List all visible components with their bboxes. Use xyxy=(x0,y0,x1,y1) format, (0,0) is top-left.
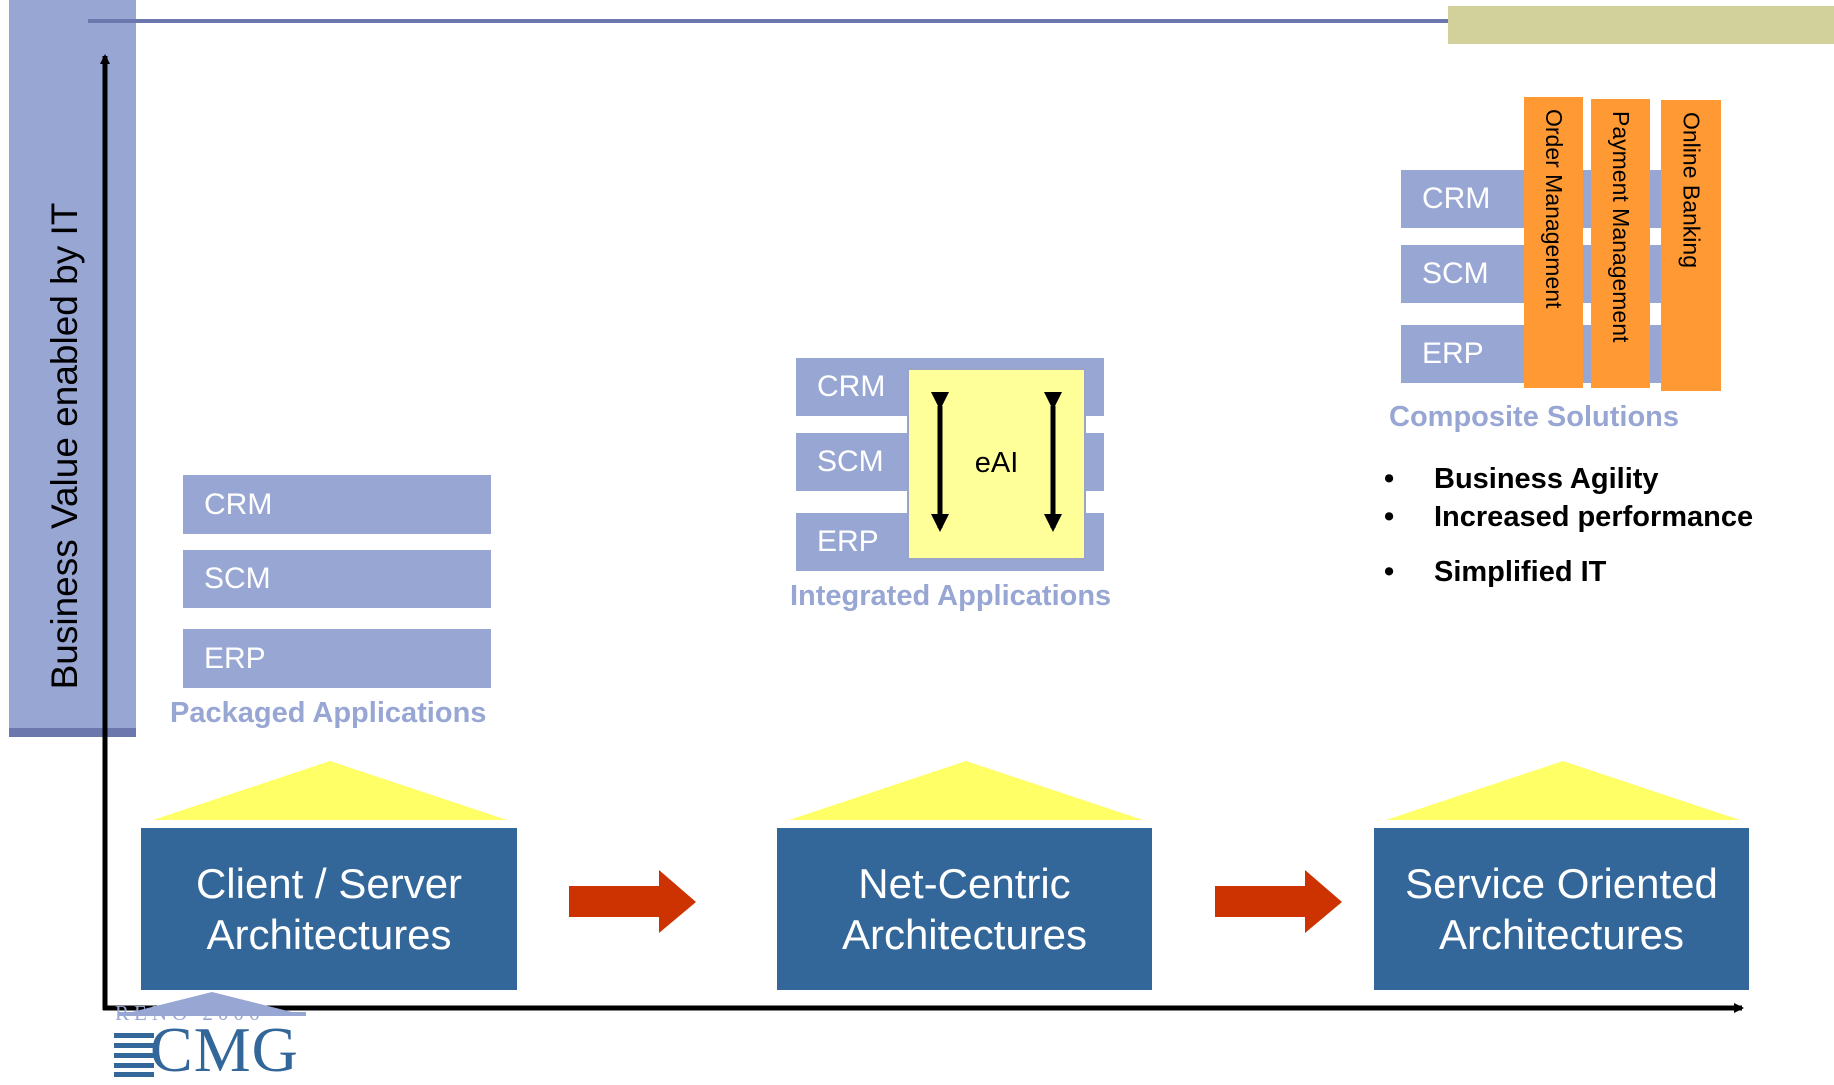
benefit-2: • Increased performance xyxy=(1384,501,1753,534)
eai-label: eAI xyxy=(974,447,1019,479)
composite-service-online-banking: Online Banking xyxy=(1661,100,1721,391)
bullet-glyph: • xyxy=(1384,556,1395,588)
stage1-architecture-box: Client / Server Architectures xyxy=(141,828,517,990)
progress-arrow-1 xyxy=(569,870,696,933)
y-axis-label: Business Value enabled by IT xyxy=(44,202,85,690)
header-rule xyxy=(88,19,1834,23)
benefit-1-text: Business Agility xyxy=(1434,463,1659,495)
benefit-1: • Business Agility xyxy=(1384,463,1659,496)
stage3-architecture-line1: Service Oriented xyxy=(1405,860,1718,907)
progress-arrow-2 xyxy=(1215,870,1342,933)
stage2-architecture-line2: Architectures xyxy=(841,911,1088,958)
logo-stripes-icon xyxy=(114,1033,154,1077)
bullet-glyph: • xyxy=(1384,501,1395,533)
benefit-3: • Simplified IT xyxy=(1384,556,1606,589)
bullet-glyph: • xyxy=(1384,463,1395,495)
stage1-roof xyxy=(153,761,507,820)
composite-service-payment-management: Payment Management xyxy=(1591,99,1650,388)
stage1-caption: Packaged Applications xyxy=(170,697,487,729)
logo-building-icon xyxy=(118,992,306,1016)
stage3-architecture-line2: Architectures xyxy=(1438,911,1685,958)
stage3-architecture-box: Service Oriented Architectures xyxy=(1374,828,1749,990)
left-accent-underline xyxy=(9,728,136,737)
eai-arrows xyxy=(931,392,1062,532)
composite-service-order-management: Order Management xyxy=(1524,97,1583,388)
logo-cmg-text: CMG xyxy=(150,1014,299,1085)
stage1-app-scm: SCM xyxy=(183,550,491,608)
header-accent-block xyxy=(1448,6,1834,44)
benefit-3-text: Simplified IT xyxy=(1434,556,1607,588)
stage1-architecture-line2: Architectures xyxy=(206,911,452,958)
stage2-architecture-line1: Net-Centric xyxy=(858,860,1071,907)
stage1-architecture-line1: Client / Server xyxy=(195,860,463,907)
stage1-app-crm: CRM xyxy=(183,475,491,534)
stage3-caption: Composite Solutions xyxy=(1389,401,1679,433)
benefit-2-text: Increased performance xyxy=(1434,501,1754,533)
stage3-roof xyxy=(1386,761,1740,820)
logo-reno-text: RENO 2006 xyxy=(115,1001,265,1025)
cmg-logo xyxy=(112,990,327,1082)
stage2-roof xyxy=(789,761,1143,820)
stage2-caption: Integrated Applications xyxy=(790,580,1112,612)
stage1-app-erp: ERP xyxy=(183,629,491,688)
left-accent-bar xyxy=(9,0,136,728)
stage2-architecture-box: Net-Centric Architectures xyxy=(777,828,1152,990)
